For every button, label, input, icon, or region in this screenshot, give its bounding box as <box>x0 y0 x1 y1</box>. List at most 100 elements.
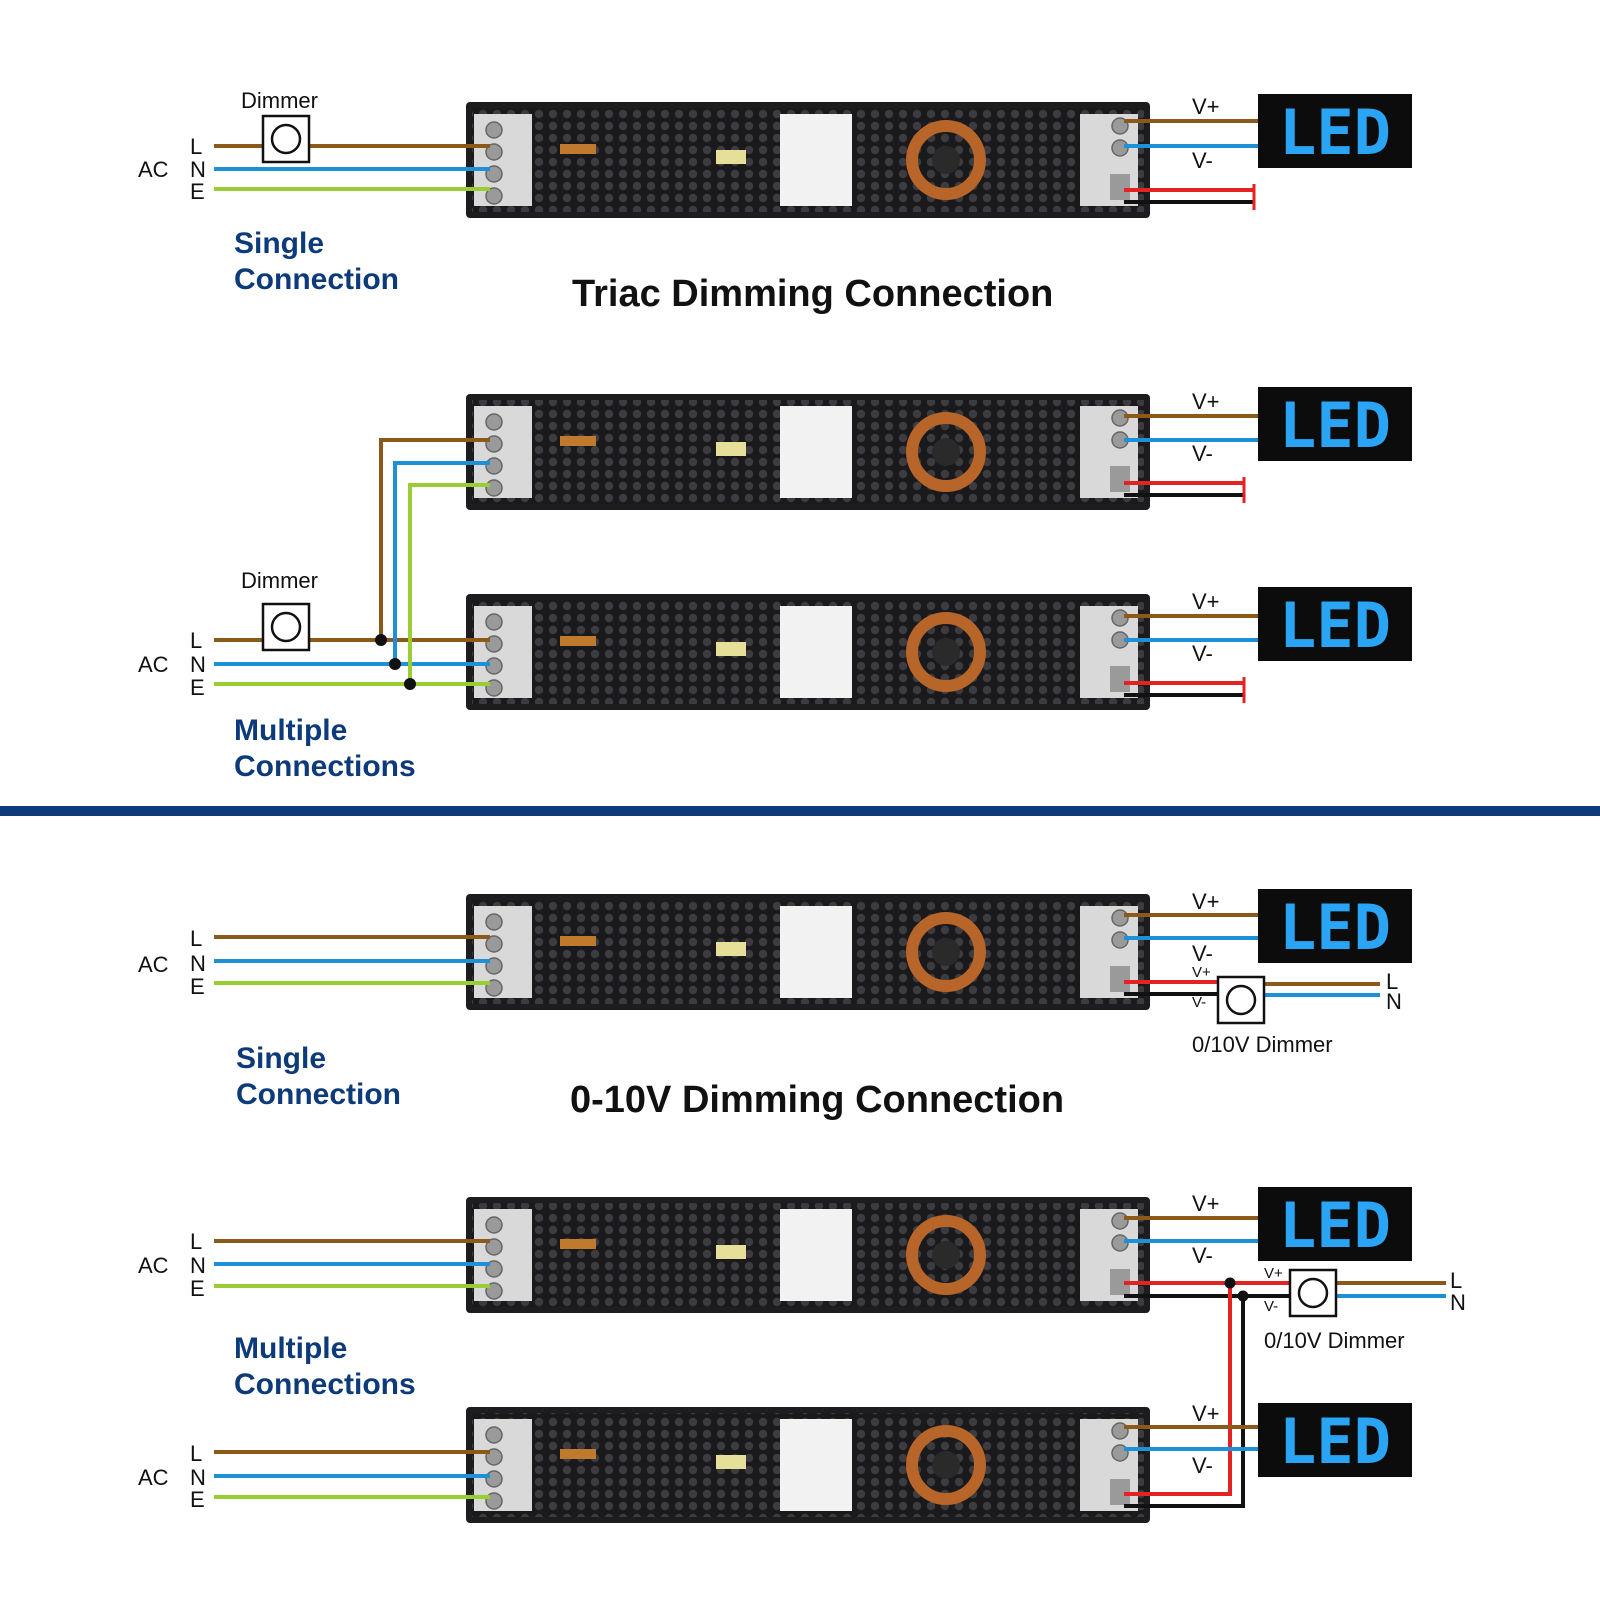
triac-multiple-section: Dimmer AC L N E Multiple Connections V+ … <box>138 387 1412 783</box>
psu-label-sticker <box>780 406 852 498</box>
psu-component <box>560 1239 596 1249</box>
section-label-line2: Connection <box>236 1078 401 1111</box>
psu-toroid-coil <box>906 1215 986 1295</box>
psu-component <box>716 1245 746 1259</box>
terminal-screw <box>485 187 503 205</box>
dimmer-knob-icon <box>261 114 311 164</box>
psu-toroid-core <box>932 1241 960 1269</box>
triac-single-section: Dimmer AC L N E Single Connection V+ V- … <box>138 88 1412 296</box>
psu-label-sticker <box>780 1419 852 1511</box>
terminal-screw <box>485 121 503 139</box>
n-label: N <box>190 157 206 182</box>
l-label: L <box>190 1441 202 1466</box>
dimmer-label: 0/10V Dimmer <box>1192 1032 1333 1057</box>
terminal-screw <box>485 935 503 953</box>
dimmer-label: Dimmer <box>241 88 318 113</box>
section-label-line2: Connection <box>234 263 399 296</box>
terminal-screw <box>485 1426 503 1444</box>
psu-triac-multi-bottom <box>466 594 1150 710</box>
wire-l-riser <box>379 438 490 640</box>
psu-toroid-coil <box>906 1425 986 1505</box>
section-label-line1: Multiple <box>234 714 347 747</box>
psu-component <box>716 1455 746 1469</box>
psu-component <box>560 436 596 446</box>
psu-label-sticker <box>780 906 852 998</box>
led-display-icon: LED <box>1258 889 1412 964</box>
psu-component <box>716 150 746 164</box>
ac-label: AC <box>138 1465 169 1490</box>
e-label: E <box>190 675 205 700</box>
led-text: LED <box>1279 389 1391 462</box>
psu-dim-terminal <box>1110 1479 1130 1505</box>
psu-toroid-core <box>932 438 960 466</box>
led-display-icon: LED <box>1258 1187 1412 1262</box>
out-l-label: L <box>1386 969 1398 994</box>
ac-label: AC <box>138 157 169 182</box>
psu-toroid-core <box>932 146 960 174</box>
vminus-label: V- <box>1192 1453 1213 1478</box>
dimmer-label: Dimmer <box>241 568 318 593</box>
psu-0-10v-single <box>466 894 1150 1010</box>
led-text: LED <box>1279 589 1391 662</box>
terminal-screw <box>485 479 503 497</box>
wire-n-riser <box>393 461 490 664</box>
psu-input-terminal <box>474 114 532 206</box>
triac-title: Triac Dimming Connection <box>572 273 1053 315</box>
l-label: L <box>190 926 202 951</box>
psu-toroid-core <box>932 638 960 666</box>
vplus-label: V+ <box>1192 889 1220 914</box>
junction-dot-icon <box>1237 1290 1249 1302</box>
psu-input-terminal <box>474 406 532 498</box>
section-label-line1: Single <box>234 227 324 260</box>
psu-dim-terminal <box>1110 666 1130 692</box>
vplus-label: V+ <box>1192 1191 1220 1216</box>
e-label: E <box>190 1487 205 1512</box>
ac-label: AC <box>138 952 169 977</box>
psu-label-sticker <box>780 1209 852 1301</box>
led-display-icon: LED <box>1258 94 1412 169</box>
n-label: N <box>190 1465 206 1490</box>
l-label: L <box>190 628 202 653</box>
zero-ten-title: 0-10V Dimming Connection <box>570 1079 1064 1121</box>
ac-label: AC <box>138 1253 169 1278</box>
dim-vminus-label: V- <box>1192 994 1206 1011</box>
led-display-icon: LED <box>1258 387 1412 462</box>
psu-component <box>560 1449 596 1459</box>
l-label: L <box>190 134 202 159</box>
vplus-label: V+ <box>1192 1401 1220 1426</box>
n-label: N <box>190 1253 206 1278</box>
psu-dim-terminal <box>1110 1269 1130 1295</box>
psu-component <box>716 642 746 656</box>
psu-component <box>716 942 746 956</box>
terminal-screw <box>485 1470 503 1488</box>
psu-label-sticker <box>780 606 852 698</box>
led-text: LED <box>1279 1405 1391 1478</box>
psu-toroid-coil <box>906 412 986 492</box>
wire-dim-minus-riser <box>1124 1296 1245 1508</box>
terminal-screw <box>1111 1212 1129 1230</box>
led-display-icon: LED <box>1258 1403 1412 1478</box>
vminus-label: V- <box>1192 641 1213 666</box>
vplus-label: V+ <box>1192 589 1220 614</box>
led-display-icon: LED <box>1258 587 1412 662</box>
psu-toroid-coil <box>906 612 986 692</box>
zero-ten-multiple-section: AC L N E Multiple Connections AC L N E V… <box>138 1187 1466 1523</box>
junction-dot-icon <box>404 678 416 690</box>
psu-triac-single <box>466 102 1150 218</box>
led-text: LED <box>1279 891 1391 964</box>
dim-vminus-label: V- <box>1264 1298 1278 1315</box>
led-text: LED <box>1279 96 1391 169</box>
dimmer-label: 0/10V Dimmer <box>1264 1328 1405 1353</box>
dimmer-knob-icon <box>1288 1268 1338 1318</box>
n-label: N <box>190 652 206 677</box>
psu-toroid-coil <box>906 120 986 200</box>
psu-toroid-core <box>932 1451 960 1479</box>
dimmer-knob-icon <box>1216 975 1266 1025</box>
psu-0-10v-multi-bottom <box>466 1407 1150 1523</box>
e-label: E <box>190 179 205 204</box>
psu-component <box>560 144 596 154</box>
out-l-label: L <box>1450 1268 1462 1293</box>
psu-dim-terminal <box>1110 174 1130 200</box>
psu-dim-terminal <box>1110 966 1130 992</box>
